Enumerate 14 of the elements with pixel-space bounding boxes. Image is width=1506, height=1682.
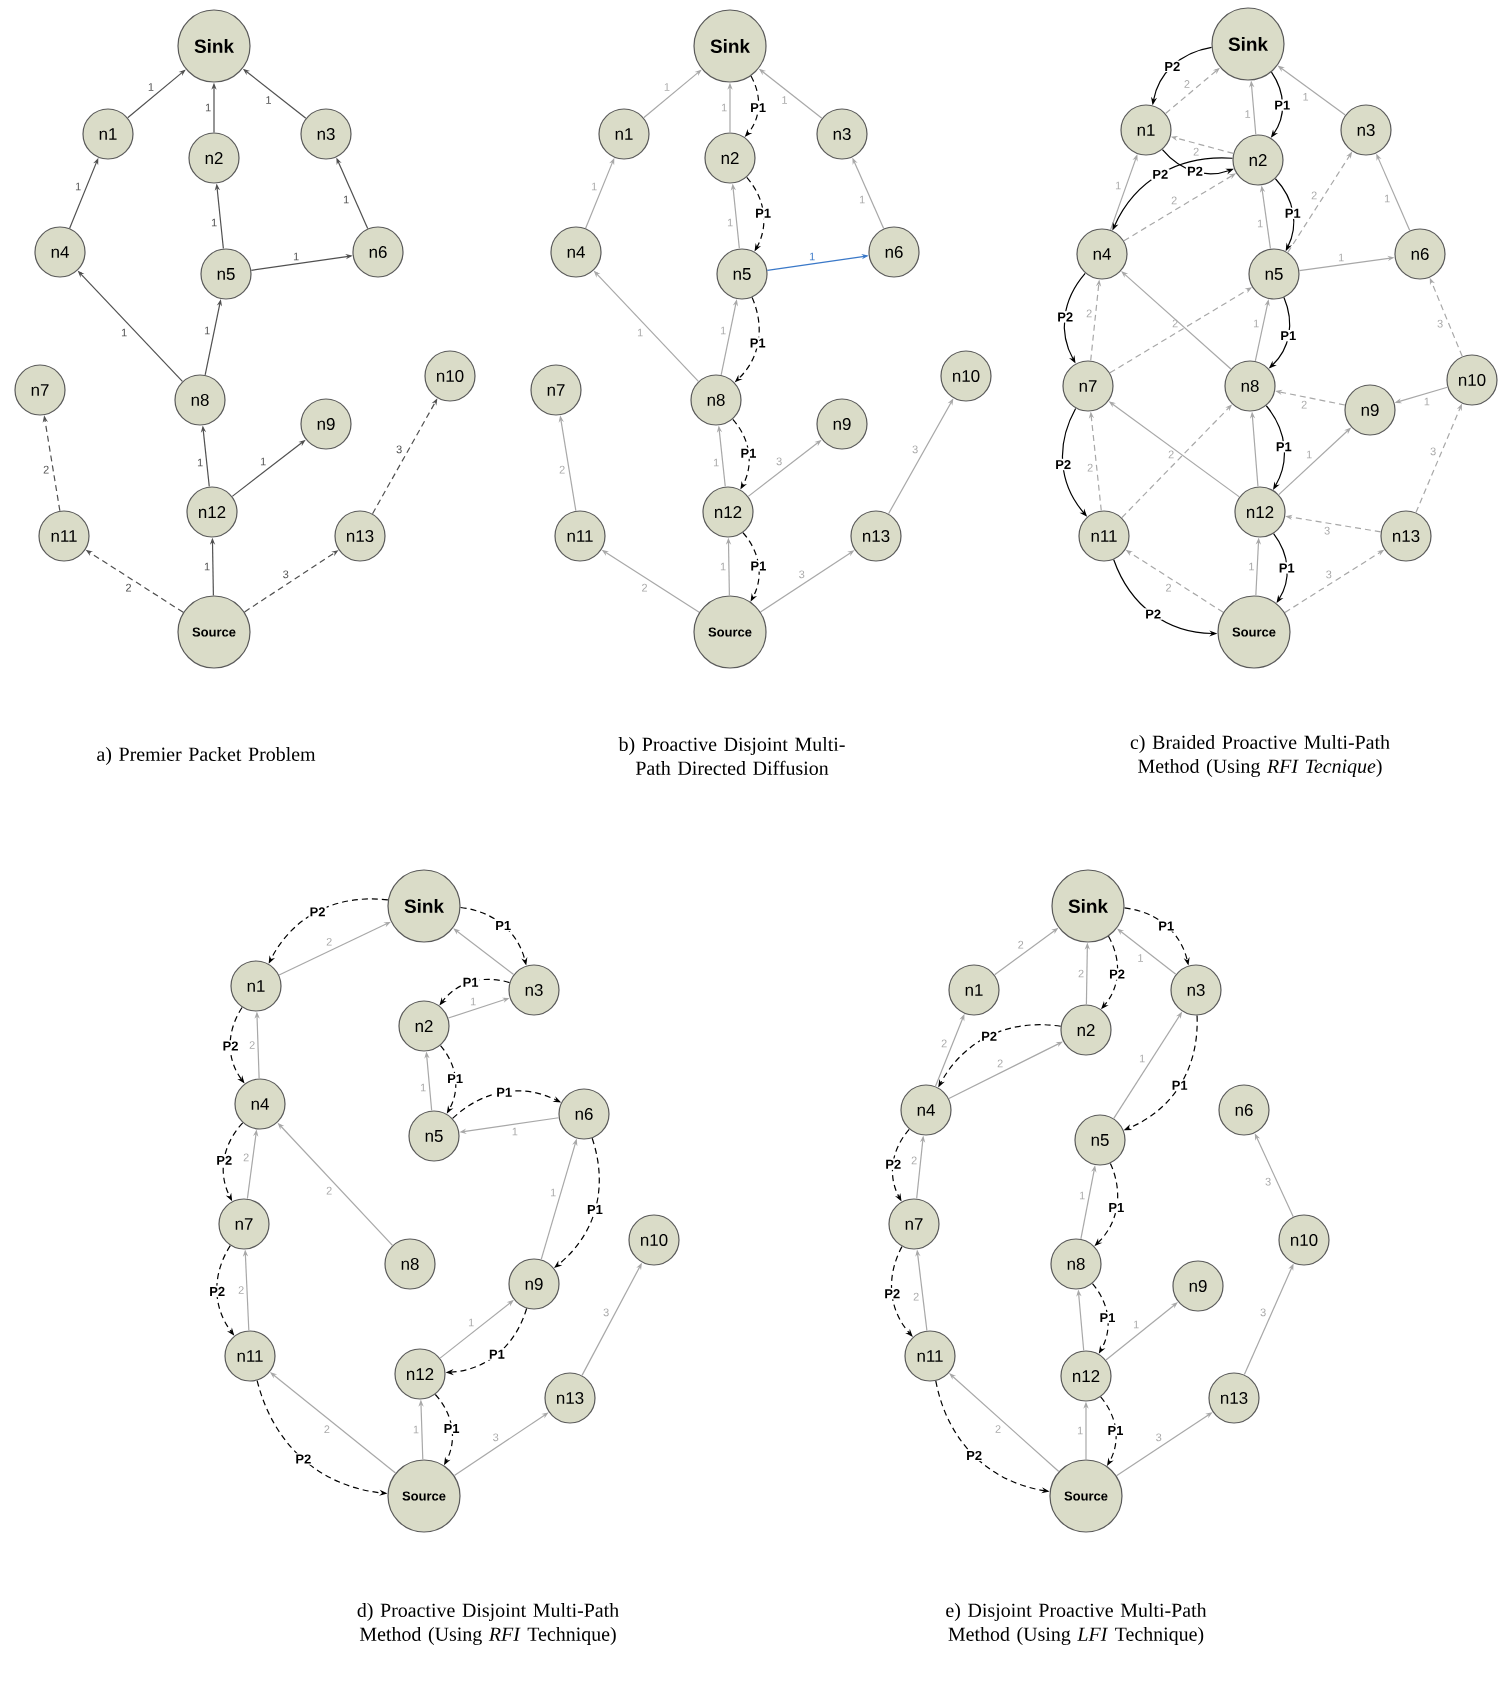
arrow	[453, 928, 515, 976]
caption: b) Proactive Disjoint Multi-Path Directed Diffusion	[618, 737, 845, 775]
arrow	[1265, 405, 1286, 490]
arrow	[1121, 271, 1232, 370]
arrow	[1270, 71, 1284, 138]
caption: e) Disjoint Proactive Multi-Path Method (Using LFI Technique)	[946, 1602, 1207, 1646]
caption: d) Proactive Disjoint Multi-Path Method (Using RFI Technique)	[357, 1602, 619, 1646]
arrow	[949, 1373, 1060, 1473]
arrow	[890, 1246, 913, 1337]
caption: c) Braided Proactive Multi-Path Method (Using RFI Tecnique)	[1130, 735, 1390, 778]
arrow	[643, 69, 702, 119]
arrow	[1100, 1396, 1117, 1466]
caption: a) Premier Packet Problem	[97, 746, 316, 766]
arrow	[127, 69, 186, 119]
